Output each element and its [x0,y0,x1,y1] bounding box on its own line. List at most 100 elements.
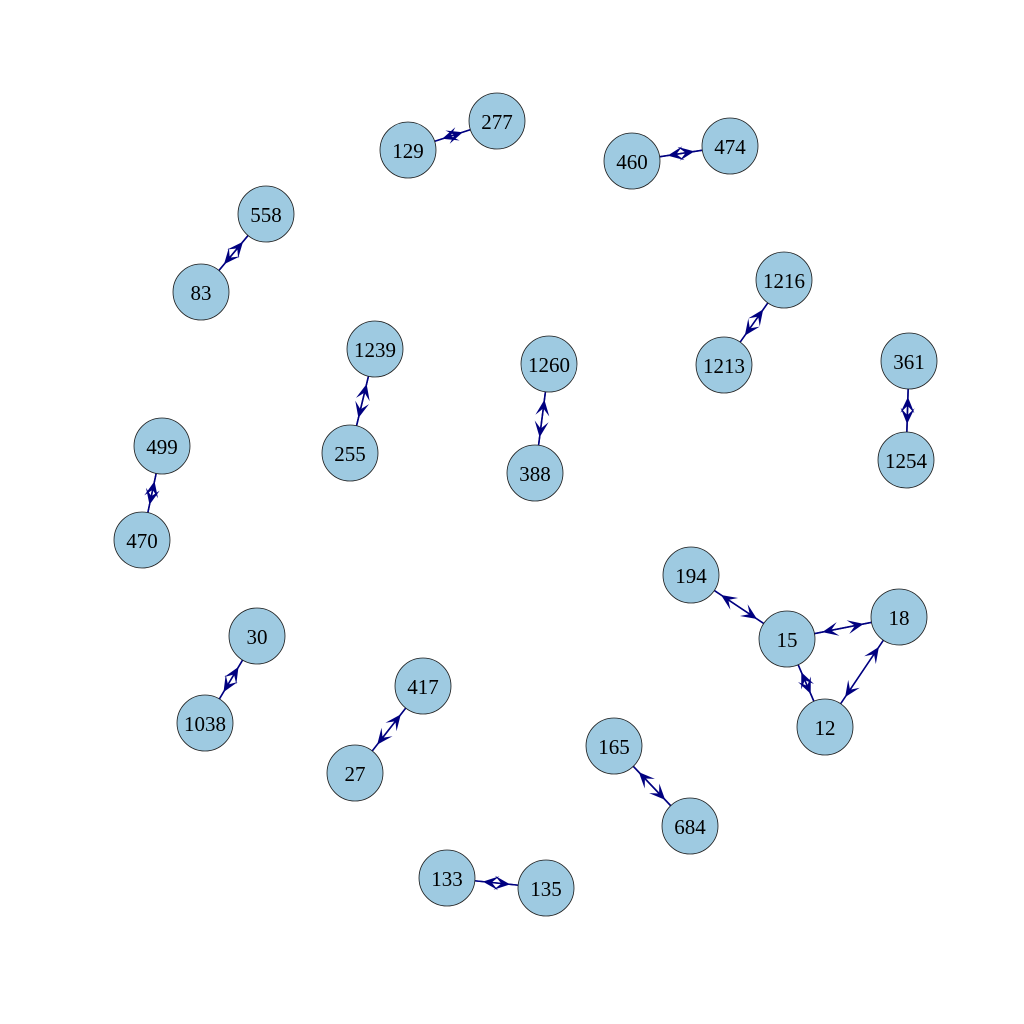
edge-499-to-470 [146,473,160,513]
node-label: 18 [889,606,910,630]
node-470: 470 [113,511,171,569]
node-circle [796,698,854,756]
node-label: 1216 [763,269,805,293]
node-label: 255 [334,442,366,466]
node-15: 15 [758,610,816,668]
node-circle [228,607,286,665]
node-circle [418,849,476,907]
edge-15-to-18 [814,620,872,635]
edge-277-to-129 [434,127,471,143]
node-circle [176,694,234,752]
node-30: 30 [228,607,286,665]
arrowhead [721,595,739,610]
arrowhead [493,875,511,890]
node-135: 135 [517,859,575,917]
edge-line [739,302,769,343]
node-label: 15 [777,628,798,652]
arrowhead [224,666,239,685]
arrowhead [677,146,695,161]
edge-layer [144,127,915,891]
node-circle [662,546,720,604]
edge-line [355,376,370,426]
node-label: 388 [519,462,551,486]
node-circle [701,117,759,175]
node-1254: 1254 [877,431,935,489]
node-circle [172,263,230,321]
node-129: 129 [379,121,437,179]
node-558: 558 [237,185,295,243]
node-circle [603,132,661,190]
node-388: 388 [506,444,564,502]
node-27: 27 [326,744,384,802]
node-label: 684 [674,815,706,839]
node-circle [517,859,575,917]
edge-474-to-460 [659,146,703,161]
node-circle [468,92,526,150]
arrowhead [442,127,460,141]
node-1213: 1213 [695,336,753,394]
edge-line [218,659,244,700]
edge-1213-to-1216 [739,302,769,343]
node-label: 277 [481,110,513,134]
edge-684-to-165 [632,765,672,807]
node-165: 165 [585,717,643,775]
arrowhead [900,397,915,414]
node-label: 30 [247,625,268,649]
edge-line [474,880,519,886]
arrowhead [798,676,811,694]
arrowhead [535,399,550,417]
node-label: 194 [675,564,707,588]
arrowhead [144,481,158,499]
node-label: 499 [146,435,178,459]
node-circle [394,657,452,715]
node-label: 1213 [703,354,745,378]
arrowhead [748,309,764,327]
node-83: 83 [172,263,230,321]
arrowhead [801,672,814,690]
edge-line [434,128,471,143]
edge-line [218,235,249,271]
node-194: 194 [662,546,720,604]
edge-12-to-15 [797,664,815,702]
edge-470-to-499 [144,473,158,513]
arrowhead [845,679,860,698]
node-label: 558 [250,203,282,227]
edge-1260-to-388 [534,391,549,446]
node-label: 1038 [184,712,226,736]
edge-18-to-12 [840,639,884,705]
arrowhead [146,487,160,505]
node-label: 129 [392,139,424,163]
arrowhead [223,674,238,693]
node-label: 361 [893,350,925,374]
node-circle [379,121,437,179]
node-12: 12 [796,698,854,756]
node-circle [520,335,578,393]
node-label: 165 [598,735,630,759]
arrowhead [638,772,655,789]
node-circle [877,431,935,489]
node-circle [758,610,816,668]
node-255: 255 [321,424,379,482]
node-684: 684 [661,797,719,855]
node-474: 474 [701,117,759,175]
node-label: 474 [714,135,746,159]
node-circle [237,185,295,243]
edge-line [147,473,157,513]
edge-135-to-133 [474,876,519,891]
node-1216: 1216 [755,251,813,309]
node-label: 1254 [885,449,928,473]
arrowhead [667,146,685,161]
edge-15-to-194 [713,589,765,625]
node-circle [661,797,719,855]
edge-line [659,149,703,158]
edge-line [906,388,909,433]
node-label: 470 [126,529,158,553]
node-label: 1260 [528,353,570,377]
edge-1239-to-255 [355,376,370,426]
node-circle [755,251,813,309]
node-1239: 1239 [346,320,404,378]
node-circle [870,588,928,646]
node-417: 417 [394,657,452,715]
